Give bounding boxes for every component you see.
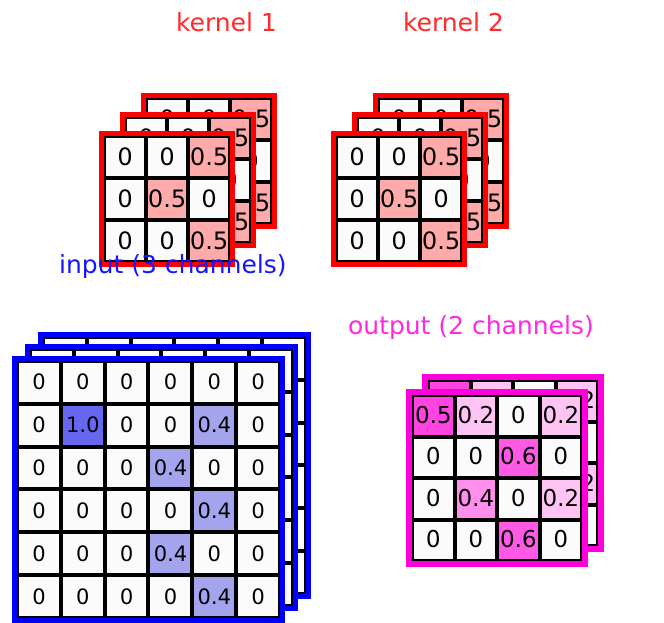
input-layer3-cell: 0 [17, 446, 61, 490]
output-layer2-cell: 0 [539, 436, 582, 478]
input-layer3-cell: 0.4 [192, 575, 237, 618]
kernel-2-label: kernel 2 [403, 8, 504, 37]
output-layer2-cell: 0.2 [539, 478, 582, 520]
kernel-2-stack: 000.500.50000.5000.500.50000.5000.500.50… [331, 93, 511, 273]
output-layer2-cell: 0 [497, 478, 540, 520]
input-layer3-cell: 0 [17, 361, 61, 404]
input-layer3-cell: 0 [17, 403, 61, 447]
kernel-2-layer3-cell: 0 [378, 220, 420, 262]
input-layer3-cell: 0 [104, 446, 149, 490]
kernel-2-layer3-cell: 0.5 [378, 178, 420, 220]
input-layer3-cell: 0 [104, 575, 149, 618]
input-layer3-cell: 0.4 [148, 446, 193, 490]
output-stack: 0.50.200.2000.6000.400.2000.600.50.200.2… [406, 374, 616, 574]
input-layer3-cell: 0 [236, 532, 280, 576]
input-layer3-cell: 0 [60, 575, 105, 618]
input-layer3-cell: 0 [17, 575, 61, 618]
input-layer3-cell: 0 [17, 489, 61, 533]
input-layer3-cell: 0.4 [192, 403, 237, 447]
kernel-2-layer3-cell: 0.5 [420, 136, 462, 178]
kernel-2-layer3-cell: 0 [336, 220, 378, 262]
output-layer2-cell: 0 [497, 395, 540, 437]
output-layer2-cell: 0.4 [454, 478, 497, 520]
output-layer2-cell: 0 [539, 519, 582, 561]
input-layer3-cell: 0 [104, 489, 149, 533]
input-layer3-cell: 0 [104, 532, 149, 576]
output-layer2-cell: 0 [412, 436, 455, 478]
kernel-1-layer3-cell: 0 [104, 136, 146, 178]
output-layer2-cell: 0.2 [454, 395, 497, 437]
output-layer2-cell: 0.6 [497, 436, 540, 478]
input-layer3-cell: 0 [148, 575, 193, 618]
input-layer3-cell: 0 [60, 489, 105, 533]
input-layer3-cell: 0 [236, 446, 280, 490]
input-layer3-cell: 0 [192, 446, 237, 490]
input-label: input (3 channels) [59, 250, 287, 279]
input-layer3-cell: 0.4 [192, 489, 237, 533]
input-layer3-cell: 0 [60, 532, 105, 576]
kernel-2-layer3-cell: 0 [420, 178, 462, 220]
input-layer3-cell: 0 [60, 361, 105, 404]
output-layer2-cell: 0 [454, 519, 497, 561]
input-layer3-cell: 0 [17, 532, 61, 576]
kernel-1-layer3-cell: 0 [104, 220, 146, 262]
kernel-1-stack: 000.500.50000.5000.500.50000.5000.500.50… [99, 93, 279, 273]
kernel-1-layer3-cell: 0 [104, 178, 146, 220]
kernel-1-layer3-cell: 0 [146, 136, 188, 178]
kernel-2-layer3-cell: 0.5 [420, 220, 462, 262]
kernel-1-layer3-cell: 0.5 [188, 136, 230, 178]
input-layer3-cell: 0.4 [148, 532, 193, 576]
input-layer3-cell: 0 [104, 361, 149, 404]
input-layer3-cell: 0 [148, 489, 193, 533]
output-layer2-cell: 0.2 [539, 395, 582, 437]
output-layer2-cell: 0 [412, 478, 455, 520]
kernel-1-layer3-cell: 0.5 [188, 220, 230, 262]
input-layer3-cell: 0 [192, 361, 237, 404]
output-layer2-cell: 0 [412, 519, 455, 561]
output-layer2-cell: 0.6 [497, 519, 540, 561]
kernel-1-layer3-cell: 0 [146, 220, 188, 262]
input-layer3-cell: 0 [192, 532, 237, 576]
output-label: output (2 channels) [348, 311, 594, 340]
kernel-1-label: kernel 1 [176, 8, 277, 37]
output-layer2-cell: 0.5 [412, 395, 455, 437]
input-layer3-cell: 0 [236, 489, 280, 533]
input-layer3-cell: 0 [104, 403, 149, 447]
input-layer3-cell: 1.0 [60, 403, 105, 447]
kernel-2-layer3-cell: 0 [336, 178, 378, 220]
input-layer3-cell: 0 [60, 446, 105, 490]
kernel-2-layer3-cell: 0 [336, 136, 378, 178]
input-layer3-cell: 0 [236, 575, 280, 618]
input-layer3-cell: 0 [148, 361, 193, 404]
output-layer2-cell: 0 [454, 436, 497, 478]
kernel-1-layer3-cell: 0 [188, 178, 230, 220]
input-layer3-cell: 0 [236, 403, 280, 447]
kernel-1-layer3-cell: 0.5 [146, 178, 188, 220]
kernel-2-layer3-cell: 0 [378, 136, 420, 178]
input-layer3-cell: 0 [236, 361, 280, 404]
input-layer3-cell: 0 [148, 403, 193, 447]
